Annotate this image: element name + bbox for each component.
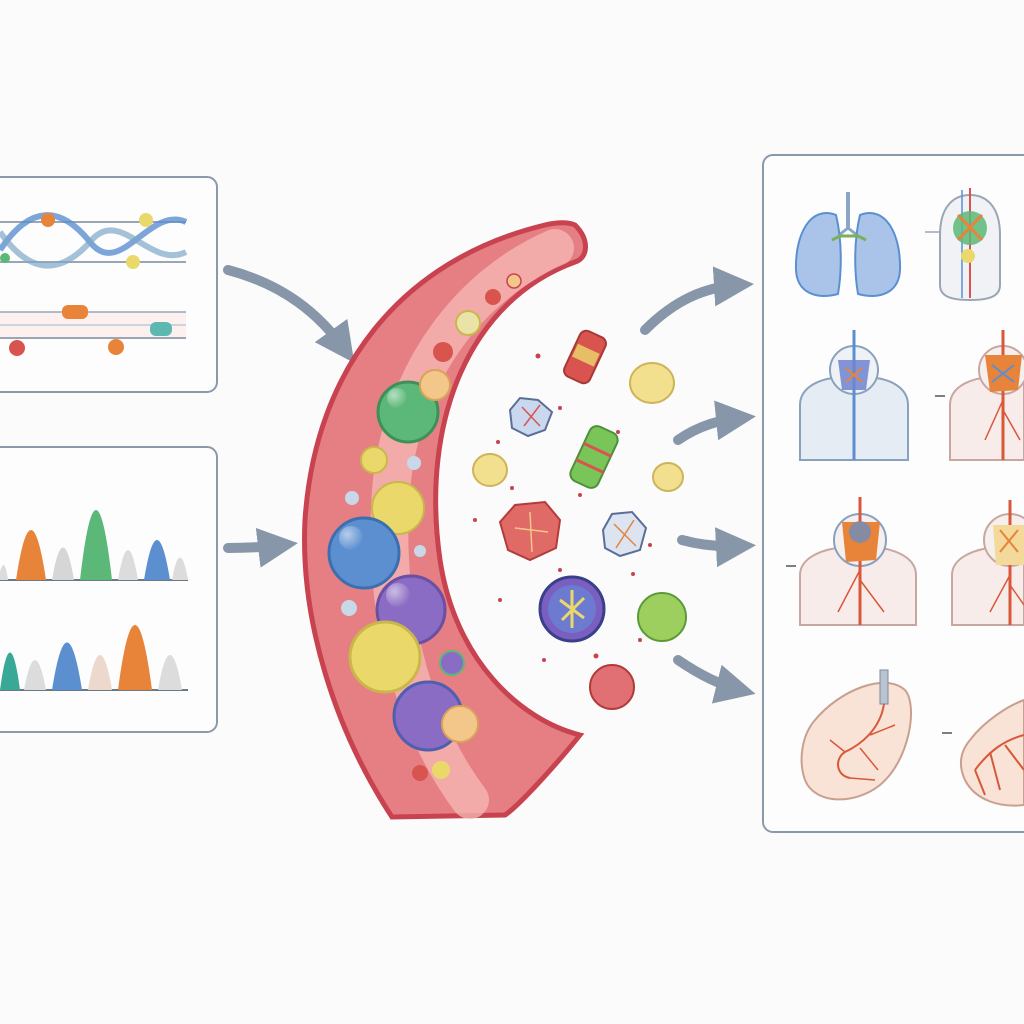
vesicle-green-icon bbox=[637, 592, 687, 642]
lungs-icon bbox=[794, 192, 902, 297]
dna-panel bbox=[0, 176, 218, 393]
tumor-cell-purple-icon bbox=[538, 575, 606, 643]
torso-organ-icon bbox=[925, 188, 1001, 302]
peak-chart-top-icon bbox=[0, 510, 188, 581]
arrow-to-abdomen bbox=[673, 655, 756, 704]
vesicle-red-icon bbox=[589, 664, 635, 710]
tumor-cell-green-icon bbox=[569, 425, 619, 489]
arrow-to-head-neck bbox=[673, 400, 756, 445]
gene-track-icon bbox=[0, 305, 186, 356]
pancreas-icon bbox=[800, 669, 912, 801]
head-neck-blue-icon bbox=[799, 330, 909, 461]
vesicle-yellow-icon-3 bbox=[652, 462, 684, 492]
head-neck-orange-icon bbox=[935, 330, 1024, 461]
head-neck-red-icon bbox=[786, 497, 917, 626]
spectra-panel bbox=[0, 446, 218, 733]
tumor-cell-red-icon bbox=[563, 329, 607, 385]
circulating-particles bbox=[327, 273, 522, 781]
arrow-to-head-neck-2 bbox=[677, 527, 756, 568]
peak-chart-bottom-icon bbox=[0, 625, 188, 691]
arrow-to-lungs bbox=[640, 266, 754, 335]
cell-fragment-blue-icon bbox=[508, 396, 554, 438]
released-particles bbox=[472, 329, 687, 710]
tumor-cell-red-irregular-icon bbox=[498, 500, 562, 562]
organ-panel bbox=[762, 154, 1024, 833]
vesicle-yellow-icon-1 bbox=[629, 362, 675, 404]
liver-icon bbox=[942, 698, 1024, 807]
vesicle-yellow-icon-2 bbox=[472, 453, 508, 487]
head-neck-yellow-icon bbox=[951, 500, 1024, 626]
cell-fragment-pink-icon bbox=[601, 510, 648, 558]
arrow-spectra-to-vessel bbox=[223, 527, 298, 568]
arrow-dna-to-vessel bbox=[223, 265, 355, 364]
dna-helix-icon bbox=[0, 212, 188, 269]
flow-arrows bbox=[223, 265, 756, 704]
